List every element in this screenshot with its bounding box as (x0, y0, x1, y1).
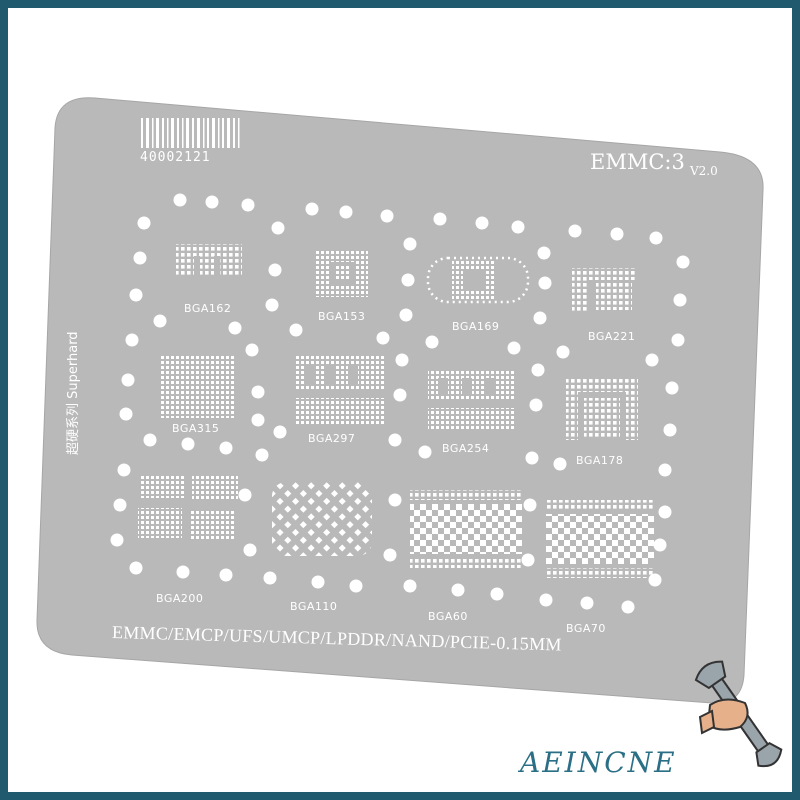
bga169-pad-array (426, 256, 530, 304)
package-label: BGA70 (566, 622, 606, 635)
package-label: BGA110 (290, 600, 338, 613)
barcode (141, 118, 240, 148)
bga153-pad-array (316, 249, 368, 297)
bga200-pad-array (138, 474, 238, 540)
package-label: BGA178 (576, 454, 624, 467)
bga297-pad-array (294, 356, 386, 426)
version-label: V2.0 (690, 164, 718, 178)
bga221-pad-array (572, 268, 636, 312)
bga60-pad-array (410, 490, 522, 568)
package-label: BGA162 (184, 302, 232, 315)
brand-name: AEINCNE (520, 746, 677, 779)
alignment-holes (110, 193, 690, 614)
series-text: 超硬系列 Superhard (66, 331, 81, 455)
package-label: BGA200 (156, 592, 204, 605)
package-label: BGA254 (442, 442, 490, 455)
bga162-pad-array (176, 244, 242, 276)
serial-number: 40002121 (140, 150, 211, 165)
model-title: EMMC:3 (590, 150, 685, 174)
package-label: BGA297 (308, 432, 356, 445)
bga110-pad-array (272, 482, 372, 556)
package-label: BGA153 (318, 310, 366, 323)
package-label: BGA169 (452, 320, 500, 333)
bga178-pad-array (566, 378, 638, 440)
package-label: BGA221 (588, 330, 636, 343)
bga315-pad-array (160, 356, 236, 418)
bga254-pad-array (428, 370, 516, 430)
package-label: BGA60 (428, 610, 468, 623)
package-label: BGA315 (172, 422, 220, 435)
bga70-pad-array (546, 500, 654, 578)
wrench-in-hand-icon (694, 660, 783, 768)
